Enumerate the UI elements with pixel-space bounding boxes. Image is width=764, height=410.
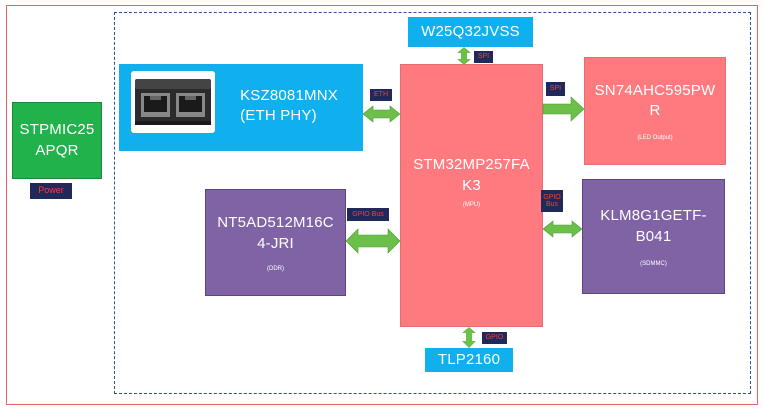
- arrow-spi-led: [542, 96, 585, 122]
- tlp-name: TLP2160: [437, 350, 501, 368]
- power-label: Power: [30, 183, 72, 199]
- arrow-mpu-tlp: [462, 327, 476, 348]
- label-spi-flash: SPI: [474, 51, 493, 63]
- arrow-ddr: [345, 228, 401, 254]
- tlp-block: TLP2160: [425, 348, 513, 372]
- mpu-sub: (MPU): [462, 201, 481, 208]
- mpu-name: STM32MP257FA K3: [413, 156, 530, 194]
- led-shift-block: SN74AHC595PW R (LED Output): [584, 57, 726, 165]
- ethernet-jack-icon: [131, 71, 215, 133]
- label-spi-led: SPI: [546, 82, 565, 96]
- eth-phy-name: KSZ8081MNX (ETH PHY): [240, 86, 338, 124]
- mpu-block: STM32MP257FA K3 (MPU): [400, 64, 543, 327]
- ddr-name: NT5AD512M16C 4-JRI: [217, 214, 334, 252]
- pmic-name: STPMIC25 APQR: [19, 121, 95, 159]
- ddr-sub: (DDR): [267, 265, 284, 272]
- label-gpio-bus-ddr: GPIO Bus: [347, 208, 389, 221]
- flash-name: W25Q32JVSS: [421, 22, 520, 40]
- emmc-block: KLM8G1GETF- B041 (SDMMC): [582, 179, 725, 294]
- ddr-block: NT5AD512M16C 4-JRI (DDR): [205, 189, 346, 296]
- label-eth: ETH: [370, 89, 392, 101]
- led-shift-name: SN74AHC595PW R: [594, 81, 716, 119]
- label-gpio-bus-emmc: GPIO Bus: [541, 190, 563, 212]
- arrow-emmc: [542, 220, 583, 238]
- diagram-outer-frame: [6, 5, 758, 405]
- label-gpio: GPIO: [482, 332, 507, 344]
- emmc-sub: (SDMMC): [640, 260, 667, 267]
- flash-block: W25Q32JVSS: [408, 17, 533, 47]
- led-shift-sub: (LED Output): [637, 135, 673, 142]
- emmc-name: KLM8G1GETF- B041: [600, 207, 707, 245]
- board-boundary: [114, 12, 751, 394]
- arrow-flash-mpu: [457, 47, 471, 65]
- eth-phy-text: KSZ8081MNX (ETH PHY): [224, 78, 354, 134]
- arrow-eth: [362, 105, 401, 123]
- pmic-block: STPMIC25 APQR: [12, 102, 102, 179]
